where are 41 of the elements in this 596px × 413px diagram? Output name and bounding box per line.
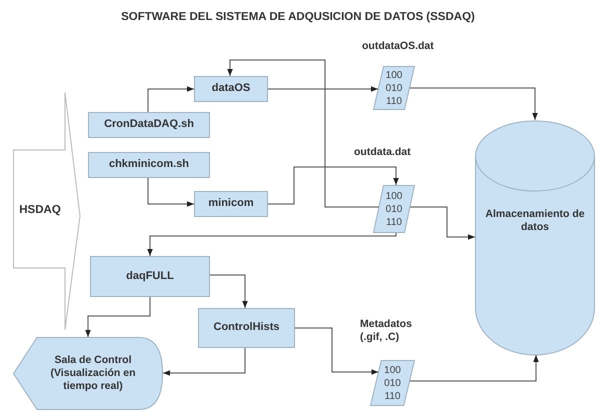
connector-arrow <box>147 232 396 256</box>
data-file-shape <box>370 360 415 406</box>
process-box <box>88 152 210 178</box>
process-box <box>194 76 268 102</box>
node-label: chkminicom.sh <box>108 158 190 172</box>
file-name-label: outdata.dat <box>354 146 412 159</box>
block-arrow <box>13 92 81 330</box>
node-label: dataOS <box>212 82 250 96</box>
connector-arrow <box>409 354 539 382</box>
node-label: CronDataDAQ.sh <box>104 118 194 132</box>
process-box <box>194 191 268 217</box>
connector-arrow <box>85 296 150 338</box>
connector-arrow <box>162 348 246 376</box>
node-label: daqFULL <box>126 270 174 284</box>
node-label: Almacenamiento de datos <box>485 208 585 234</box>
file-name-label: Metadatos (.gif, .C) <box>360 318 413 344</box>
connector-arrow <box>148 178 194 207</box>
connector-arrow <box>294 328 379 375</box>
connector-arrow <box>148 86 194 112</box>
diagram-title: SOFTWARE DEL SISTEMA DE ADQUSICION DE DATOS (SSDAQ) <box>120 10 476 24</box>
process-box <box>90 256 210 297</box>
storage-cylinder <box>475 120 595 356</box>
node-label: Sala de Control (Visualización en tiempo real) <box>50 354 136 393</box>
connector-arrow <box>268 166 399 204</box>
connector-arrow <box>409 88 538 120</box>
display-shape <box>13 337 163 410</box>
connector-arrow <box>268 86 378 92</box>
node-label: ControlHists <box>214 321 280 335</box>
connector-arrow <box>410 206 476 240</box>
connector-arrow <box>227 60 380 208</box>
node-label: minicom <box>208 197 254 211</box>
node-label: 100 010 110 <box>383 364 402 402</box>
data-file-shape <box>373 66 415 110</box>
node-label: 100 010 110 <box>384 190 404 228</box>
process-box <box>198 308 295 348</box>
data-file-shape <box>373 185 415 233</box>
node-label: HSDAQ <box>18 203 62 218</box>
process-box <box>88 112 210 138</box>
file-name-label: outdataOS.dat <box>362 40 435 53</box>
connector-arrow <box>210 274 248 308</box>
node-label: 100 010 110 <box>384 68 404 108</box>
